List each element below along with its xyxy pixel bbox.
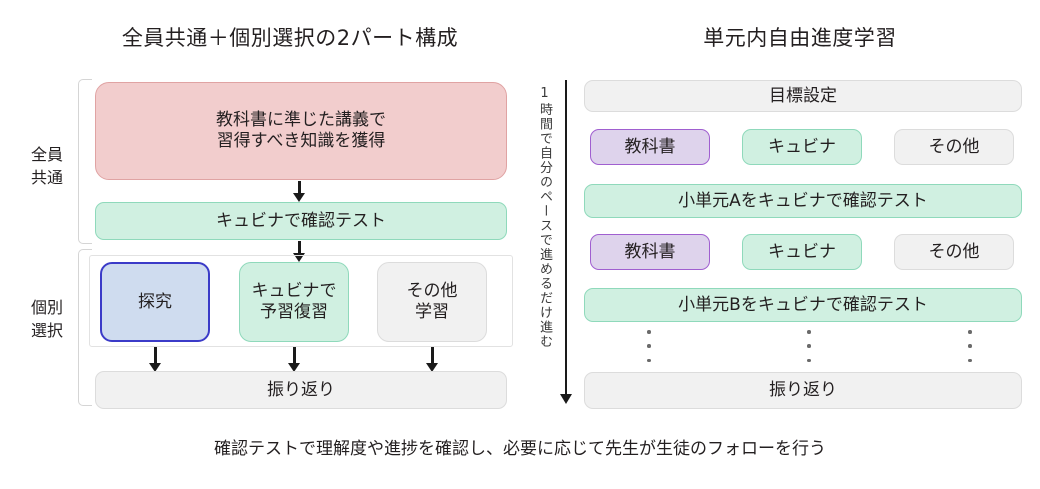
node-choice-other[interactable]: その他 学習 (377, 262, 487, 342)
node-right-reflection[interactable]: 振り返り (584, 372, 1022, 409)
left-panel-title: 全員共通＋個別選択の2パート構成 (121, 26, 459, 50)
progress-axis-arrow (560, 80, 572, 404)
group-label-individual: 個別 選択 (30, 298, 63, 341)
node-other-2[interactable]: その他 (894, 234, 1014, 270)
node-qubena-1[interactable]: キュビナ (742, 129, 862, 165)
node-goal-setting[interactable]: 目標設定 (584, 80, 1022, 112)
node-lecture[interactable]: 教科書に準じた講義で 習得すべき知識を獲得 (95, 82, 507, 180)
right-panel-title: 単元内自由進度学習 (703, 26, 897, 50)
node-left-reflection[interactable]: 振り返り (95, 371, 507, 409)
group-bracket-individual (78, 249, 92, 406)
arrow-lecture-to-check-test (293, 181, 305, 202)
arrow-check-test-to-choices (293, 241, 305, 262)
group-bracket-common (78, 79, 92, 244)
node-unit-b-test[interactable]: 小単元Bをキュビナで確認テスト (584, 288, 1022, 322)
arrow-other-to-reflection (426, 347, 438, 372)
node-choice-qubena[interactable]: キュビナで 予習復習 (239, 262, 349, 342)
node-textbook-1[interactable]: 教科書 (590, 129, 710, 165)
ellipsis-col-3 (967, 330, 973, 362)
group-label-common: 全員 共通 (30, 145, 63, 188)
choice-group-container (89, 255, 513, 347)
arrow-qubena-to-reflection (288, 347, 300, 372)
arrow-inquiry-to-reflection (149, 347, 161, 372)
node-textbook-2[interactable]: 教科書 (590, 234, 710, 270)
node-qubena-2[interactable]: キュビナ (742, 234, 862, 270)
node-choice-inquiry[interactable]: 探究 (100, 262, 210, 342)
ellipsis-col-1 (646, 330, 652, 362)
footer-caption: 確認テストで理解度や進捗を確認し、必要に応じて先生が生徒のフォローを行う (214, 439, 826, 459)
progress-axis-label: 1時間で自分のペースで進めるだけ進む (537, 86, 552, 349)
node-unit-a-test[interactable]: 小単元Aをキュビナで確認テスト (584, 184, 1022, 218)
node-other-1[interactable]: その他 (894, 129, 1014, 165)
node-check-test[interactable]: キュビナで確認テスト (95, 202, 507, 240)
ellipsis-col-2 (806, 330, 812, 362)
